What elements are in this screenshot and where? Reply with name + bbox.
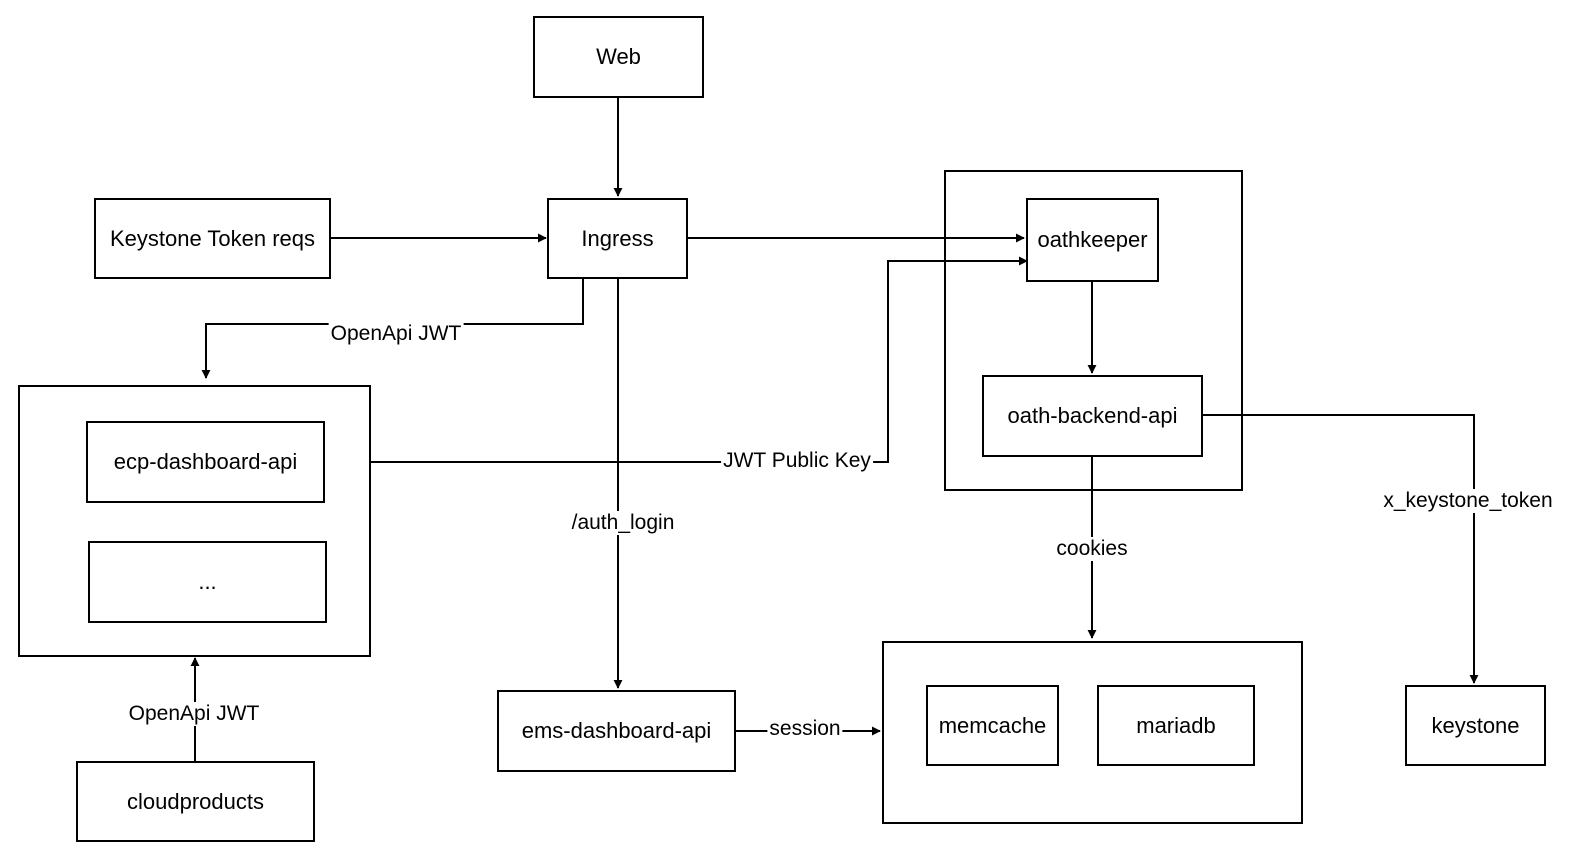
node-web: Web xyxy=(533,16,704,98)
node-oath-backend-api: oath-backend-api xyxy=(982,375,1203,457)
node-keystone-token-reqs: Keystone Token reqs xyxy=(94,198,331,279)
node-keystone-token-reqs-label: Keystone Token reqs xyxy=(109,225,316,251)
edge-label-x-keystone-token: x_keystone_token xyxy=(1381,489,1555,513)
edge-label-jwt-public-key: JWT Public Key xyxy=(721,449,873,473)
node-ingress-label: Ingress xyxy=(581,225,654,251)
node-cloudproducts-label: cloudproducts xyxy=(127,788,264,814)
node-mariadb-label: mariadb xyxy=(1136,712,1216,738)
node-ingress: Ingress xyxy=(547,198,688,279)
node-oathkeeper: oathkeeper xyxy=(1026,198,1159,282)
node-ems-dashboard-api: ems-dashboard-api xyxy=(497,690,736,772)
node-ellipsis: ... xyxy=(88,541,327,623)
node-keystone-label: keystone xyxy=(1431,712,1520,738)
node-ecp-dashboard-api-label: ecp-dashboard-api xyxy=(113,449,298,474)
node-memcache-label: memcache xyxy=(938,712,1047,738)
edge-x-keystone-token xyxy=(1202,414,1479,684)
edge-jwt-public-key xyxy=(370,256,1028,463)
edge-label-auth-login: /auth_login xyxy=(569,511,677,535)
node-ecp-dashboard-api: ecp-dashboard-api xyxy=(86,421,325,503)
node-oathkeeper-label: oathkeeper xyxy=(1037,227,1148,252)
node-keystone: keystone xyxy=(1405,685,1546,766)
ecp-group xyxy=(18,385,371,657)
edge-label-cookies: cookies xyxy=(1054,537,1130,561)
edge-label-openapi-jwt-cloudproducts: OpenApi JWT xyxy=(126,702,262,726)
edge-label-openapi-jwt-ingress: OpenApi JWT xyxy=(328,322,464,346)
node-ems-dashboard-api-label: ems-dashboard-api xyxy=(521,718,712,743)
node-cloudproducts: cloudproducts xyxy=(76,761,315,842)
node-memcache: memcache xyxy=(926,685,1059,766)
storage-group xyxy=(882,641,1303,824)
node-web-label: Web xyxy=(596,44,641,69)
oath-group xyxy=(944,170,1243,491)
node-oath-backend-api-label: oath-backend-api xyxy=(1007,403,1178,428)
node-mariadb: mariadb xyxy=(1097,685,1255,766)
node-ellipsis-label: ... xyxy=(198,569,217,594)
edge-label-session: session xyxy=(767,717,843,741)
